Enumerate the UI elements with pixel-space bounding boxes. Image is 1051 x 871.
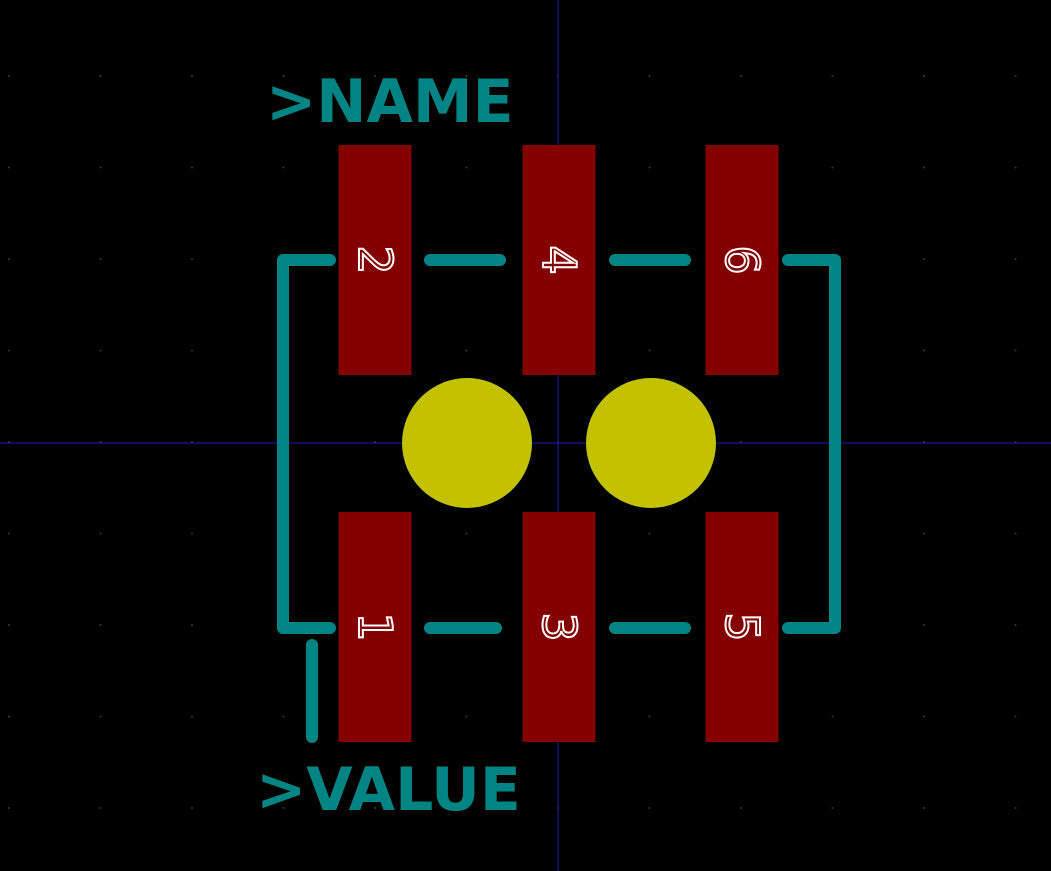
grid-dot [923, 715, 925, 718]
grid-dot [465, 807, 468, 809]
grid-dot [648, 166, 651, 169]
grid-dot [8, 715, 10, 718]
pad-5[interactable] [705, 512, 779, 742]
grid-dot [740, 75, 742, 77]
grid-dot [191, 715, 193, 718]
grid-dot [191, 166, 193, 169]
pad-number-6: 6 [715, 245, 769, 274]
grid-dot [465, 532, 468, 535]
grid-dot [831, 166, 834, 169]
grid-dot [648, 807, 651, 809]
outline-left [277, 254, 336, 634]
grid-dot [99, 624, 102, 626]
grid-dot [99, 75, 102, 77]
grid-dot [648, 532, 651, 535]
mounting-hole-right[interactable] [586, 378, 716, 508]
grid-dot [923, 258, 925, 260]
grid-dot [8, 532, 10, 535]
grid-dot [191, 349, 193, 352]
grid-dot [1014, 532, 1017, 535]
pad-number-2: 2 [348, 245, 402, 274]
grid-dot [831, 807, 834, 809]
grid-dot [1014, 715, 1017, 718]
grid-dot [831, 75, 834, 77]
pad-number-4: 4 [532, 245, 586, 274]
value-label: >VALUE [256, 755, 521, 825]
grid-dot [374, 75, 376, 77]
pad-2[interactable] [338, 145, 412, 375]
grid-dot [648, 349, 651, 352]
holes-layer [402, 378, 716, 508]
grid-dot [99, 715, 102, 718]
grid-dot [191, 75, 193, 77]
pad-number-3: 3 [532, 612, 586, 641]
grid-dot [282, 807, 285, 809]
grid-dot [923, 349, 925, 352]
grid-dot [923, 166, 925, 169]
grid-dot [374, 807, 376, 809]
grid-dot [99, 349, 102, 352]
grid-dot [191, 258, 193, 260]
grid-dot [191, 624, 193, 626]
grid-dot [99, 166, 102, 169]
grid-dot [99, 532, 102, 535]
grid-dot [923, 75, 925, 77]
grid-dot [923, 807, 925, 809]
pads-layer [338, 145, 779, 742]
grid-dot [648, 715, 651, 718]
grid-dot [740, 807, 742, 809]
pad-3[interactable] [522, 512, 596, 742]
grid-dot [8, 75, 10, 77]
outline-right [782, 254, 841, 634]
pad-1[interactable] [338, 512, 412, 742]
grid-dot [1014, 166, 1017, 169]
grid-dot [465, 166, 468, 169]
pin-numbers-layer: 2 4 6 1 3 5 [347, 244, 770, 642]
pad-4[interactable] [522, 145, 596, 375]
silkscreen-outline [277, 254, 841, 743]
grid-dot [99, 807, 102, 809]
grid-dot [8, 166, 10, 169]
pad-number-1: 1 [348, 612, 402, 641]
grid-dot [8, 624, 10, 626]
grid-dot [923, 532, 925, 535]
grid-dot [191, 807, 193, 809]
grid-dot [1014, 75, 1017, 77]
grid-dot [282, 75, 285, 77]
grid-dot [465, 75, 468, 77]
grid-dot [1014, 624, 1017, 626]
grid-dot [8, 807, 10, 809]
mounting-hole-left[interactable] [402, 378, 532, 508]
name-label: >NAME [266, 67, 514, 137]
grid-dot [99, 258, 102, 260]
grid-dot [1014, 807, 1017, 809]
grid-dot [831, 715, 834, 718]
grid-dot [8, 349, 10, 352]
pad-number-5: 5 [715, 612, 769, 641]
grid-dot [1014, 349, 1017, 352]
grid-dot [465, 715, 468, 718]
grid-dot [8, 258, 10, 260]
grid-dot [1014, 258, 1017, 260]
pad-6[interactable] [705, 145, 779, 375]
grid-dot [282, 166, 285, 169]
grid-dot [465, 349, 468, 352]
grid-dot [648, 75, 651, 77]
grid-dot [282, 715, 285, 718]
grid-dot [191, 532, 193, 535]
grid-dot [923, 624, 925, 626]
